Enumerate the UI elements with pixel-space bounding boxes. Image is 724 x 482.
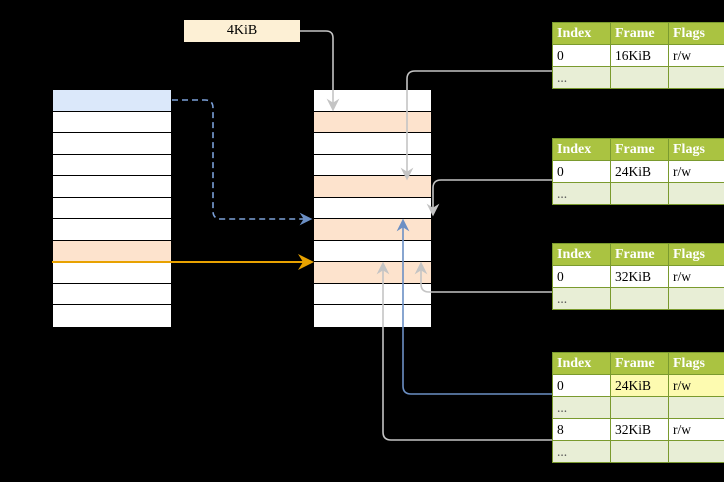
page-table-2-header-frame: Frame <box>610 138 669 161</box>
physical-memory-row-4 <box>314 176 431 198</box>
page-table-4-r1-flags-cell <box>668 396 724 419</box>
page-table-4-header-index: Index <box>552 352 611 375</box>
page-table-2-r1-index-cell: ... <box>552 182 611 205</box>
page-table-4-r3-flags-cell <box>668 440 724 463</box>
page-table-1-r1-frame-cell <box>610 66 669 89</box>
page-table-1-header-frame: Frame <box>610 22 669 45</box>
page-table-3-r1-index-cell: ... <box>552 287 611 310</box>
page-table-2-r0-flags-cell: r/w <box>668 160 724 183</box>
page-table-1-header-index: Index <box>552 22 611 45</box>
table-row: ... <box>552 396 724 419</box>
physical-memory-row-3 <box>314 154 431 177</box>
page-table-2-header-index: Index <box>552 138 611 161</box>
page-table-2-r0-frame-cell: 24KiB <box>610 160 669 183</box>
page-table-4-r1-index-cell: ... <box>552 396 611 419</box>
page-size-text: 4KiB <box>226 23 258 38</box>
page-table-2-r0-index-cell: 0 <box>552 160 611 183</box>
table-row: ... <box>552 440 724 463</box>
page-table-1-r0-index-cell: 0 <box>552 44 611 67</box>
wire-table3-to-phys <box>414 261 552 293</box>
page-table-3-r1-flags-cell <box>668 287 724 310</box>
page-table-2-r1-frame-cell <box>610 182 669 205</box>
physical-memory-row-10 <box>314 305 431 327</box>
physical-memory-row-2 <box>314 133 431 155</box>
page-size-label: 4KiB <box>184 20 300 42</box>
wire-virt-to-phys-dashed <box>172 99 313 226</box>
virtual-memory-row-10 <box>53 305 171 327</box>
table-row: ... <box>552 66 724 89</box>
page-table-4-r3-frame-cell <box>610 440 669 463</box>
physical-memory-row-6 <box>314 219 431 241</box>
page-table-4-r0-index-cell: 0 <box>552 374 611 397</box>
virtual-memory-row-1 <box>53 111 171 134</box>
physical-memory-row-9 <box>314 283 431 306</box>
physical-memory-row-7 <box>314 240 431 263</box>
page-table-3-header-index: Index <box>552 243 611 266</box>
virtual-memory-row-6 <box>53 219 171 241</box>
page-table-3-r0-frame-cell: 32KiB <box>610 265 669 288</box>
page-table-4-r2-flags-cell: r/w <box>668 418 724 441</box>
physical-memory-column <box>313 89 432 328</box>
physical-memory-row-1 <box>314 111 431 134</box>
wire-table2-to-phys <box>426 179 552 217</box>
page-table-1-header-flags: Flags <box>668 22 724 45</box>
virtual-memory-column <box>52 89 172 328</box>
virtual-memory-row-5 <box>53 197 171 220</box>
page-table-3-header-frame: Frame <box>610 243 669 266</box>
physical-memory-row-8 <box>314 262 431 284</box>
virtual-memory-row-0 <box>53 90 171 112</box>
page-table-1-r0-flags-cell: r/w <box>668 44 724 67</box>
page-table-4-r0-frame-cell: 24KiB <box>610 374 669 397</box>
page-table-3-r1-frame-cell <box>610 287 669 310</box>
page-table-4-r1-frame-cell <box>610 396 669 419</box>
page-table-4-r0-flags-cell: r/w <box>668 374 724 397</box>
page-table-4-r3-index-cell: ... <box>552 440 611 463</box>
physical-memory-row-0 <box>314 90 431 112</box>
virtual-memory-row-4 <box>53 176 171 198</box>
page-table-3-header-flags: Flags <box>668 243 724 266</box>
page-table-3-r0-flags-cell: r/w <box>668 265 724 288</box>
virtual-memory-row-3 <box>53 154 171 177</box>
virtual-memory-row-2 <box>53 133 171 155</box>
virtual-memory-row-9 <box>53 283 171 306</box>
page-table-4-header-frame: Frame <box>610 352 669 375</box>
page-table-4-r2-index-cell: 8 <box>552 418 611 441</box>
page-table-4-header-flags: Flags <box>668 352 724 375</box>
table-row: ... <box>552 182 724 205</box>
page-table-1-r0-frame-cell: 16KiB <box>610 44 669 67</box>
page-table-2-r1-flags-cell <box>668 182 724 205</box>
virtual-memory-row-7 <box>53 240 171 263</box>
page-table-1-r1-index-cell: ... <box>552 66 611 89</box>
page-table-3-r0-index-cell: 0 <box>552 265 611 288</box>
page-table-4-r2-frame-cell: 32KiB <box>610 418 669 441</box>
page-table-2-header-flags: Flags <box>668 138 724 161</box>
virtual-memory-row-8 <box>53 262 171 284</box>
table-row: ... <box>552 287 724 310</box>
page-table-1-r1-flags-cell <box>668 66 724 89</box>
physical-memory-row-5 <box>314 197 431 220</box>
